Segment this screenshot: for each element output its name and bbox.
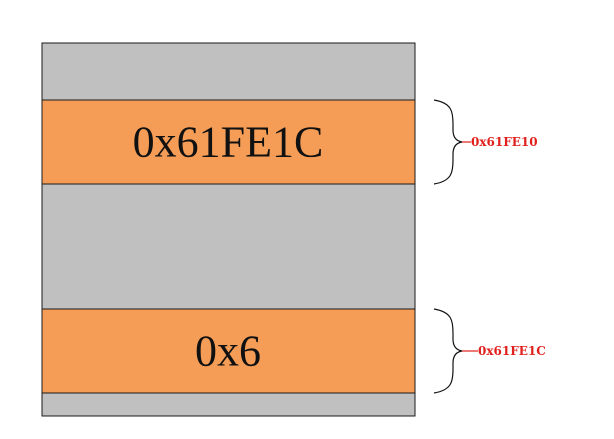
memory-cell-pointer-value: 0x61FE1C: [133, 118, 324, 167]
address-annotation-value: 0x61FE1C: [433, 308, 546, 394]
memory-cell-gray-middle: [41, 183, 416, 310]
curly-brace-icon: [433, 99, 463, 185]
address-label: 0x61FE1C: [478, 344, 546, 358]
curly-brace-icon: [433, 308, 463, 394]
memory-cell-pointer: [41, 99, 416, 185]
memory-stack: 0x61FE1C 0x6: [41, 42, 416, 417]
memory-cell-value: [41, 308, 416, 394]
address-label: 0x61FE10: [471, 135, 538, 149]
memory-cell-value-text: 0x6: [195, 327, 261, 376]
memory-cell-gray-bottom: [41, 392, 416, 417]
address-annotation-pointer: 0x61FE10: [433, 99, 538, 185]
memory-cell-gray-top: [41, 42, 416, 101]
